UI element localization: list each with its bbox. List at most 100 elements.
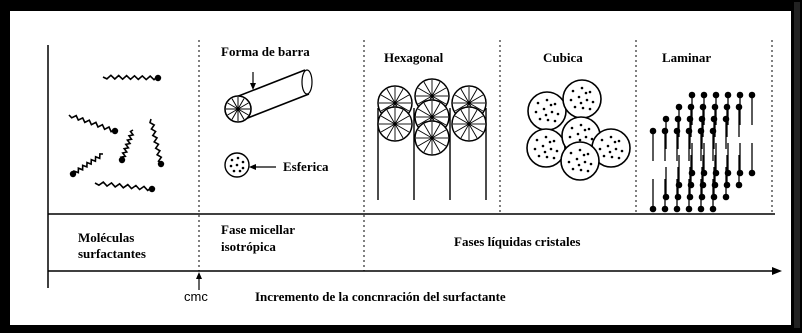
cubic-dot [579,168,583,172]
hex-spoke [417,87,433,97]
lamellar-bottom-head [710,193,718,201]
lamellar-top-head [735,103,743,111]
hex-spoke [380,115,396,125]
cubic-dot [580,86,584,90]
hex-spoke [417,108,433,118]
sphere-dot [241,166,245,170]
hex-spoke [454,94,470,104]
cubic-dot [586,169,590,173]
lamellar-bottom-head [735,181,743,189]
cubic-dot [569,98,573,102]
cubic-dot [555,149,559,153]
cubic-dot [575,157,579,161]
molecule-head [69,170,77,178]
label-liquid-crystal: Fases líquidas cristales [454,234,580,249]
lamellar-bottom-head [674,193,682,201]
cubic-dot [556,112,560,116]
rod-micelle [224,69,313,123]
rod-spoke [231,108,239,120]
cubic-dot [545,155,549,159]
cubic-dot [550,110,554,114]
hex-spoke [468,94,484,104]
lamellar-bottom-head [686,193,694,201]
lamellar-top-head [712,91,720,99]
cubic-dot [546,118,550,122]
sphere-pointer-arrowhead [249,164,256,170]
cubic-dot [578,138,582,142]
hex-spoke [417,129,433,139]
hex-spoke [417,116,433,126]
sphere-dot [235,163,239,167]
cubic-dot [541,144,545,148]
hex-spoke [380,94,396,104]
cubic-dot [537,154,541,158]
rod-top-edge [235,69,306,98]
cubic-dot [583,160,587,164]
lamellar-bottom-head [699,181,707,189]
concentration-arrowhead [772,267,782,275]
hex-spoke [380,102,396,112]
lamellar-top-head [688,91,696,99]
cubic-dot [589,162,593,166]
cubic-dot [587,127,591,131]
cubic-dot [544,135,548,139]
hex-spoke [431,137,441,153]
lamellar-bottom-head [722,193,730,201]
sphere-dot [238,169,242,173]
hex-spoke [417,137,433,147]
cubic-dot [609,135,613,139]
rod-spoke [237,108,245,120]
cubic-dot [570,126,574,130]
lamellar-top-head [748,91,756,99]
rod-spoke [237,108,249,116]
label-sphere: Esferica [283,159,329,174]
label-rod: Forma de barra [221,44,310,59]
cubic-dot [614,147,618,151]
cubic-phase [526,79,631,181]
cubic-sphere [560,141,600,181]
lamellar-bottom-head [685,205,693,213]
lamellar-bottom-head [675,181,683,189]
hex-spoke [468,109,478,125]
molecule-head [111,127,119,135]
label-molecules-line1: Moléculas [78,230,134,245]
hex-spoke [460,109,470,125]
lamellar-bottom-head [673,205,681,213]
inner-panel [10,11,791,325]
lamellar-top-head [675,103,683,111]
rod-spokes [226,97,250,121]
rod-pointer-arrowhead [250,83,256,90]
right-border-band [794,2,800,328]
hex-spoke [468,88,478,104]
cubic-dot [579,101,583,105]
hex-spoke [431,87,447,97]
lamellar-top-head [736,91,744,99]
cubic-dot [585,98,589,102]
lamellar-bottom-head [712,169,720,177]
cubic-dot [538,117,542,121]
rod-spoke [237,98,245,110]
label-hexagonal: Hexagonal [384,50,444,65]
sphere-dot [232,169,236,173]
cubic-dot [571,167,575,171]
cubic-dot [602,154,606,158]
cubic-sphere [562,79,602,119]
molecule-tail [73,153,104,176]
cubic-dot [543,150,547,154]
hex-spoke [468,115,484,125]
spherical-micelle [224,152,276,178]
label-micellar-line1: Fase micellar [221,222,295,237]
sphere-dot [241,160,245,164]
rod-spoke [227,102,239,110]
cubic-dot [617,156,621,160]
lamellar-bottom-head [748,169,756,177]
hexagonal-phase [377,78,487,200]
hex-spoke [431,129,447,139]
lamellar-top-head [662,115,670,123]
label-micellar-line2: isotrópica [221,239,276,254]
molecule-tail [149,118,164,165]
rod-spoke [231,98,239,110]
lamellar-bottom-head [709,205,717,213]
cubic-dot [608,150,612,154]
